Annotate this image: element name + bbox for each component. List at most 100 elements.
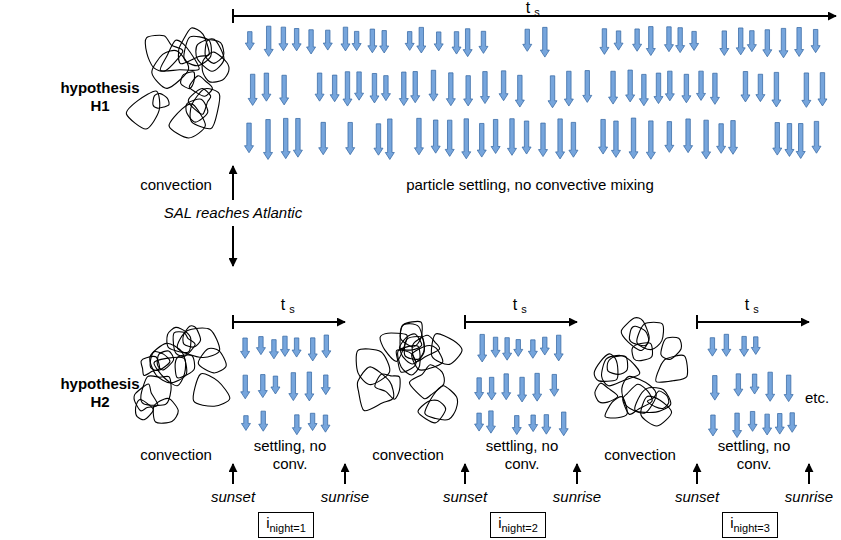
convection-loop (431, 334, 462, 365)
settling-arrow (321, 415, 330, 432)
convection-loop (141, 356, 159, 375)
timeline-tick (464, 315, 466, 329)
settling-arrow (343, 72, 352, 106)
settling-field (475, 334, 569, 435)
timeline-tick (232, 9, 234, 23)
settling-arrow (269, 340, 278, 359)
time-symbol: t (745, 295, 749, 314)
settling-arrow (281, 118, 290, 158)
settling-arrow (690, 31, 699, 50)
settling-arrow (788, 413, 797, 433)
settling-arrow (583, 71, 592, 103)
settling-arrow (491, 337, 500, 357)
settling-arrow (292, 29, 301, 51)
settling-arrow (741, 72, 750, 102)
settling-arrow (475, 378, 484, 400)
settling-arrow (368, 29, 377, 53)
settling-arrow (479, 31, 488, 53)
settling-arrow (289, 373, 298, 401)
convection-loop (635, 387, 671, 412)
convection-loop (190, 89, 220, 129)
settling-arrow (795, 28, 804, 57)
settling-arrow (533, 373, 542, 401)
settling-arrow (352, 31, 361, 50)
convection-loop (169, 104, 205, 138)
settling-arrow (431, 120, 440, 153)
settling-arrow (599, 119, 608, 154)
settling-arrow (559, 412, 568, 436)
settling-arrow (763, 414, 772, 435)
phase-label: particle settling, no convective mixing (406, 176, 654, 194)
event-label: sunrise (321, 488, 369, 506)
settling-arrow (600, 29, 609, 55)
settling-arrow (626, 70, 635, 102)
convection-loop (637, 322, 664, 349)
settling-arrow (507, 119, 516, 156)
settling-arrow (446, 73, 455, 106)
settling-arrow (355, 72, 364, 100)
settling-arrow (539, 123, 548, 156)
convection-loop (196, 39, 224, 72)
settling-arrow (629, 118, 638, 159)
settling-arrow (665, 71, 674, 101)
settling-arrow (751, 337, 760, 355)
settling-arrow (241, 416, 250, 431)
settling-arrow (264, 120, 273, 160)
convection-loop (632, 343, 653, 361)
settling-arrow (292, 338, 301, 357)
settling-arrow (556, 119, 565, 159)
convection-loop (153, 94, 169, 109)
night-index-box: inight=3 (722, 512, 778, 538)
settling-arrow (646, 27, 655, 56)
settling-arrow (750, 374, 759, 394)
phase-label: settling, no conv. (712, 437, 796, 473)
settling-arrow (280, 75, 289, 105)
settling-arrow (720, 31, 729, 56)
settling-arrow (308, 413, 317, 430)
convection-loop (661, 337, 682, 359)
settling-arrow (773, 123, 782, 156)
settling-arrow (499, 71, 508, 101)
event-label: sunrise (553, 488, 601, 506)
index-subscript: night=2 (501, 522, 537, 534)
convection-loop (184, 36, 212, 66)
phase-label: convection (140, 446, 212, 464)
settling-field (708, 334, 797, 437)
settling-arrow (763, 30, 772, 57)
sal-arrow (232, 226, 234, 266)
convection-loop (380, 333, 407, 361)
settling-arrow (734, 374, 743, 396)
settling-arrow (445, 120, 454, 156)
phase-label: convection (372, 446, 444, 464)
settling-arrow (569, 122, 578, 157)
settling-arrow (380, 31, 389, 53)
sunset-arrow (232, 464, 234, 484)
convection-loop (153, 398, 178, 423)
settling-arrow (464, 76, 473, 106)
convection-loop (622, 376, 657, 413)
settling-arrow (241, 338, 250, 358)
settling-arrow (280, 336, 289, 356)
settling-arrow (564, 71, 573, 106)
settling-arrow (241, 375, 250, 399)
convection-loop (126, 91, 159, 129)
convection-scribble (126, 28, 229, 138)
settling-arrow (503, 338, 512, 360)
continuation-label: etc. (805, 389, 829, 407)
sunrise-arrow (576, 464, 578, 484)
time-subscript: s (289, 303, 295, 316)
settling-arrow (279, 27, 288, 51)
settling-arrow (540, 337, 549, 355)
settling-arrow (540, 27, 549, 57)
settling-arrow (550, 374, 559, 396)
convection-loop (356, 349, 390, 385)
convection-loop (409, 365, 444, 399)
settling-arrow (733, 413, 742, 437)
settling-arrow (682, 74, 691, 102)
settling-arrow (341, 27, 350, 51)
sunset-arrow (696, 464, 698, 484)
settling-arrow (722, 334, 731, 356)
event-label: sunrise (785, 488, 833, 506)
settling-arrow (417, 27, 426, 53)
